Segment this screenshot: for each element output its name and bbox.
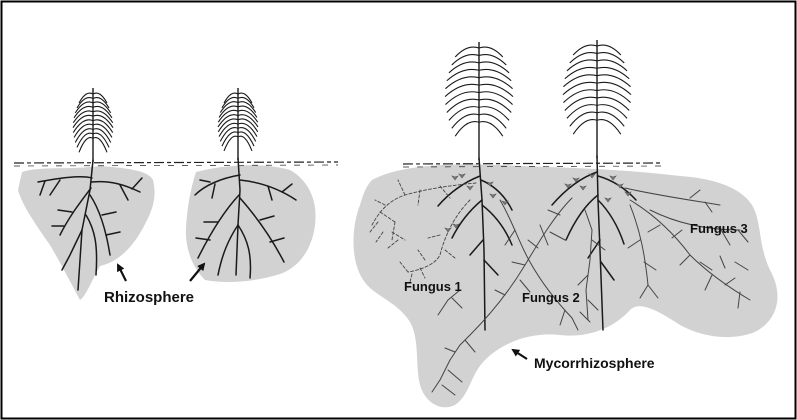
- fungus-2-label: Fungus 2: [522, 290, 580, 305]
- shoot-plant-2: [218, 88, 258, 160]
- shoot-plant-4: [563, 40, 631, 158]
- fungus-3-label: Fungus 3: [690, 221, 748, 236]
- fungus-1-label: Fungus 1: [404, 279, 462, 294]
- ground-line-left: [14, 162, 338, 166]
- shoot-plant-1: [73, 88, 113, 162]
- mycorrhizosphere-arrow: [513, 350, 527, 359]
- shoot-plant-3: [445, 42, 513, 160]
- mycorrhizosphere-label: Mycorrhizosphere: [534, 355, 655, 371]
- rhizosphere-label: Rhizosphere: [104, 289, 194, 306]
- rhizosphere-arrow-1: [118, 265, 126, 281]
